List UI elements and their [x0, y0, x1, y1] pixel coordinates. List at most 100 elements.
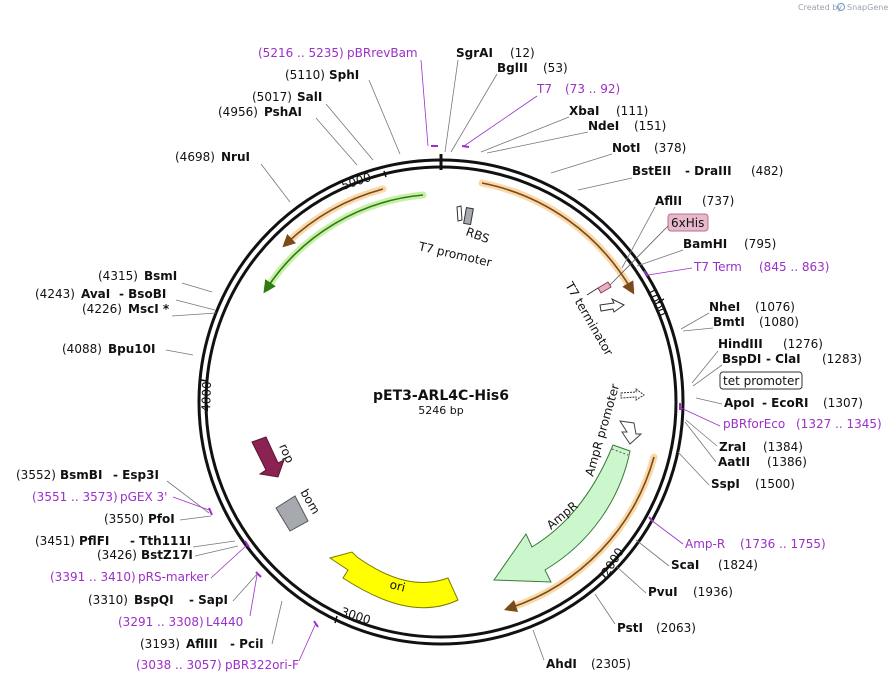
- leader-xbai: [480, 116, 570, 153]
- tick-4000: 4000: [199, 379, 214, 412]
- site-label-msci-b: MscI *: [128, 302, 170, 316]
- site-label-bstz17i-a: (3426): [97, 548, 137, 562]
- leader-bglii: [450, 73, 498, 153]
- site-label-sgrai[interactable]: SgrAI(12): [456, 46, 535, 60]
- site-label-pgex3[interactable]: (3551 .. 3573)pGEX 3': [32, 490, 167, 504]
- site-label-bsteii-b: - DraIII: [685, 164, 732, 178]
- site-label-l4440[interactable]: (3291 .. 3308)L4440: [118, 615, 243, 629]
- site-label-bsmbi[interactable]: (3552)BsmBI- Esp3I: [16, 468, 159, 482]
- site-label-nrui[interactable]: (4698)NruI: [175, 150, 250, 164]
- site-label-sphi[interactable]: (5110)SphI: [285, 68, 359, 82]
- site-label-psti-b: (2063): [656, 621, 696, 635]
- ampr-feature[interactable]: [493, 444, 631, 583]
- site-label-bsmi[interactable]: (4315)BsmI: [98, 269, 177, 283]
- site-label-bspqi-c: - SapI: [189, 593, 228, 607]
- tet-promoter-label-box: [719, 371, 803, 390]
- site-label-apoi[interactable]: ApoI- EcoRI(1307): [724, 396, 863, 410]
- leader-apoi: [695, 397, 723, 405]
- leader-bstz17i: [194, 545, 239, 557]
- rop-feature[interactable]: [251, 436, 285, 478]
- site-label-sgrai-a: SgrAI: [456, 46, 493, 60]
- primer-marks: [208, 145, 681, 628]
- site-label-psti[interactable]: PstI(2063): [617, 621, 696, 635]
- site-label-pflfi[interactable]: (3451)PflFI- Tth111I: [35, 534, 191, 548]
- site-label-ndei[interactable]: NdeI(151): [588, 119, 666, 133]
- tet-promoter-label: tet promoter: [723, 374, 799, 388]
- leader-pgex3: [172, 496, 210, 511]
- site-label-zrai-a: ZraI: [719, 440, 746, 454]
- site-label-zrai[interactable]: ZraI(1384): [719, 440, 803, 454]
- site-label-bspdi[interactable]: BspDI- ClaI(1283): [722, 352, 862, 366]
- tet-promoter-feature[interactable]: [620, 388, 645, 401]
- site-label-hindiii[interactable]: HindIII(1276): [718, 337, 823, 351]
- site-label-xbai-b: (111): [616, 104, 648, 118]
- site-label-pfoi[interactable]: (3550)PfoI: [104, 512, 175, 526]
- site-label-bsteii[interactable]: BstEII- DraIII(482): [632, 164, 783, 178]
- site-label-sali-b: SalI: [297, 90, 322, 104]
- site-label-xbai[interactable]: XbaI(111): [569, 104, 648, 118]
- site-label-bamhi[interactable]: BamHI (795): [683, 237, 776, 251]
- site-label-bglii[interactable]: BglII(53): [497, 61, 568, 75]
- site-label-bsteii-c: (482): [751, 164, 783, 178]
- site-label-scai[interactable]: ScaI(1824): [671, 558, 758, 572]
- site-label-t7[interactable]: T7(73 .. 92): [536, 82, 620, 96]
- site-label-bamhi-a: BamHI: [683, 237, 727, 251]
- t7-terminator-feature[interactable]: [599, 297, 625, 313]
- leader-pvui: [616, 566, 647, 594]
- bom-feature[interactable]: [275, 495, 309, 532]
- site-label-aflii[interactable]: AflII(737): [655, 194, 734, 208]
- site-label-bspqi-a: (3310): [88, 593, 128, 607]
- site-label-bpu10i[interactable]: (4088)Bpu10I: [62, 342, 155, 356]
- site-label-ampr_primer[interactable]: Amp-R(1736 .. 1755): [685, 537, 826, 551]
- site-label-pvui[interactable]: PvuI(1936): [648, 585, 733, 599]
- ori-label: ori: [388, 577, 407, 594]
- site-label-aatii[interactable]: AatII(1386): [718, 455, 807, 469]
- leader-ampr_primer: [650, 519, 684, 545]
- site-label-ahdi[interactable]: AhdI(2305): [546, 657, 631, 671]
- site-label-bpu10i-a: (4088): [62, 342, 102, 356]
- site-label-pbr322ori[interactable]: (3038 .. 3057)pBR322ori-F: [136, 658, 299, 672]
- site-label-ahdi-a: AhdI: [546, 657, 577, 671]
- site-label-sspi[interactable]: SspI(1500): [711, 477, 795, 491]
- site-label-msci[interactable]: (4226)MscI *: [82, 302, 170, 316]
- site-label-bmti[interactable]: BmtI(1080): [713, 315, 799, 329]
- site-label-avai[interactable]: (4243)AvaI- BsoBI: [35, 287, 166, 301]
- site-label-pshai-b: PshAI: [264, 105, 302, 119]
- t7-promoter-feature[interactable]: [456, 205, 463, 222]
- site-label-t7term[interactable]: T7 Term(845 .. 863): [693, 260, 829, 274]
- site-label-bstz17i[interactable]: (3426) BstZ17I: [97, 548, 193, 562]
- site-label-pbr322ori-b: pBR322ori-F: [225, 658, 299, 672]
- site-label-bstz17i-b: BstZ17I: [141, 548, 193, 562]
- site-label-bamhi-b: (795): [744, 237, 776, 251]
- leader-bpu10i: [165, 349, 194, 356]
- site-label-pbrrevbam[interactable]: (5216 .. 5235)pBRrevBam: [258, 46, 418, 60]
- site-label-l4440-a: (3291 .. 3308): [118, 615, 204, 629]
- his-tag-feature[interactable]: [597, 281, 612, 294]
- site-label-aflii-b: (737): [702, 194, 734, 208]
- leader-noti: [550, 153, 613, 174]
- site-label-noti[interactable]: NotI(378): [612, 141, 686, 155]
- site-label-apoi-b: - EcoRI: [762, 396, 808, 410]
- leader-pshai: [315, 117, 358, 166]
- site-label-prsmarker-a: (3391 .. 3410): [50, 570, 136, 584]
- tick-3000: 3000: [334, 605, 372, 627]
- leader-t7: [463, 95, 538, 147]
- rbs-feature[interactable]: [463, 207, 474, 226]
- site-label-prsmarker[interactable]: (3391 .. 3410)pRS-marker: [50, 570, 209, 584]
- site-label-avai-a: (4243): [35, 287, 75, 301]
- site-label-bspqi[interactable]: (3310)BspQI- SapI: [88, 593, 228, 607]
- plasmid-name: pET3-ARL4C-His6: [373, 388, 509, 404]
- site-label-pshai[interactable]: (4956)PshAI: [218, 105, 302, 119]
- leader-sspi: [677, 451, 710, 486]
- site-label-nhei[interactable]: NheI(1076): [709, 300, 795, 314]
- site-label-bsmi-b: BsmI: [144, 269, 177, 283]
- leader-msci: [171, 312, 217, 317]
- site-label-afliii[interactable]: (3193)AflIII- PciI: [140, 637, 264, 651]
- site-label-sali[interactable]: (5017)SalI: [252, 90, 322, 104]
- site-label-pbrforeco[interactable]: pBRforEco(1327 .. 1345): [723, 417, 882, 431]
- ori-feature[interactable]: [328, 551, 459, 609]
- site-label-pfoi-a: (3550): [104, 512, 144, 526]
- site-label-scai-a: ScaI: [671, 558, 699, 572]
- rop-label: rop: [276, 442, 297, 466]
